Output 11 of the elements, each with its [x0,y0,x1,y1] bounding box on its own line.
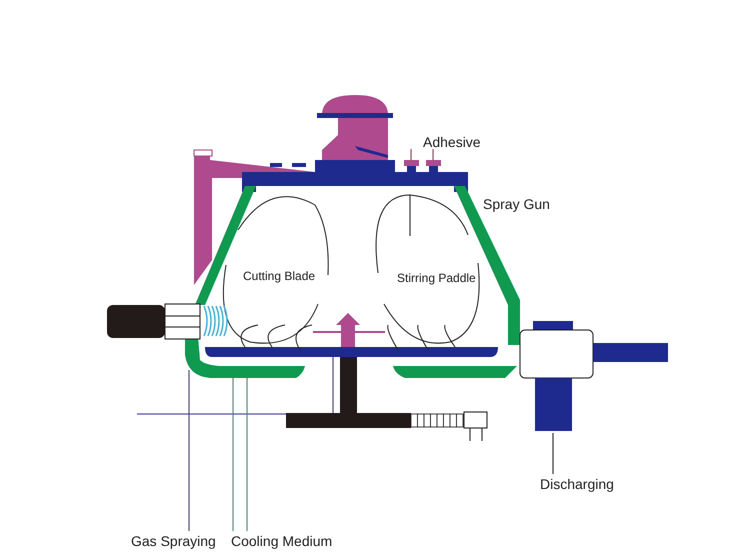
part-label: Stirring Paddle [397,270,476,286]
leader-line [188,370,190,532]
leader-line [232,378,234,532]
leader-line [246,378,248,532]
callout-label: Discharging [540,476,614,492]
part-label: Adhesive [423,134,481,150]
leader-line [552,432,554,474]
callout-label: Cooling Medium [231,533,332,549]
part-label: Cutting Blade [243,268,316,284]
part-label: Spray Gun [483,196,550,212]
callout-label: Gas Spraying [131,533,216,549]
